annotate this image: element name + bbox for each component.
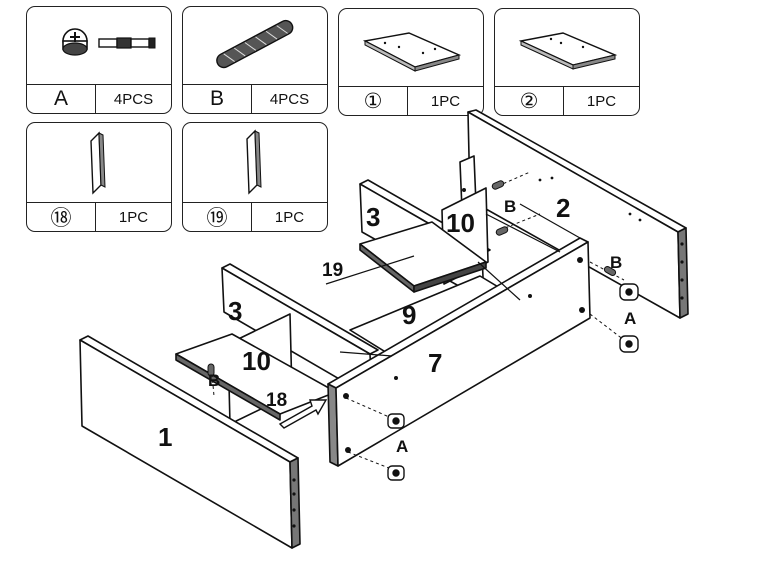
part-card-b: B 4PCS [182,6,328,114]
label-panel-3-back: 3 [366,202,380,232]
label-panel-9: 9 [402,300,416,330]
panel-18-icon [90,131,106,195]
label-fitting-a-right-top: A [624,309,636,328]
label-panel-3-front: 3 [228,296,242,326]
panel-2 [467,109,689,319]
part-quantity: 1PC [274,208,305,226]
panel-19-icon [246,129,262,195]
part-card-1: ① 1PC [338,8,484,116]
label-panel-18: 18 [266,390,287,411]
label-panel-19: 19 [322,260,343,281]
label-panel-2: 2 [556,193,570,223]
panel-1-icon [362,32,462,72]
panel-2-icon [518,32,618,70]
part-id: ② [495,87,564,115]
panel-7 [327,237,591,467]
label-panel-10-front: 10 [242,346,271,376]
part-id: A [27,85,96,113]
part-id: B [183,85,252,113]
label-panel-7: 7 [428,348,442,378]
part-quantity: 4PCS [269,90,310,108]
part-quantity: 4PCS [113,90,154,108]
part-id: ⑲ [183,203,252,231]
part-card-2: ② 1PC [494,8,640,116]
label-fitting-b-right-mid: B [610,253,622,272]
part-quantity: 1PC [118,208,149,226]
part-card-18: ⑱ 1PC [26,122,172,232]
wooden-dowel-icon [216,19,294,69]
cam-fittings [387,283,639,481]
label-panel-10-back: 10 [446,208,475,238]
panel-1 [79,335,301,549]
label-fitting-a-front: A [396,437,408,456]
label-panel-1: 1 [158,422,172,452]
part-quantity: 1PC [586,92,617,110]
part-id: ① [339,87,408,115]
part-card-a: A 4PCS [26,6,172,114]
part-quantity: 1PC [430,92,461,110]
cam-lock-bolt-icon [62,28,156,56]
part-card-19: ⑲ 1PC [182,122,328,232]
dowels [207,180,617,377]
panel-18 [175,333,337,421]
panel-19 [359,221,487,293]
panel-3-front [221,263,379,399]
leader-19 [325,255,415,285]
part-id: ⑱ [27,203,96,231]
arrow-18 [278,399,328,429]
label-fitting-b-right-top: B [504,197,516,216]
label-fitting-b-left: B [208,371,220,390]
